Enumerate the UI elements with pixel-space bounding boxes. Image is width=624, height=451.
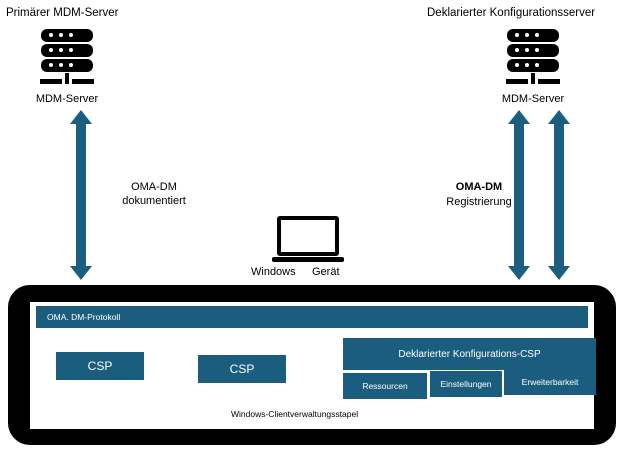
csp-box-2: CSP: [198, 355, 286, 383]
server-base-left: [506, 79, 528, 84]
server-unit: [41, 44, 93, 57]
oma-dm-enrollment-line1: OMA-DM: [455, 181, 503, 193]
oma-dm-documented-line2: dokumentiert: [122, 195, 186, 207]
server-led-dots: [49, 33, 73, 37]
arrow-shaft: [514, 123, 524, 267]
oma-dm-protocol-bar: OMA. DM-Protokoll: [36, 306, 588, 328]
server-base-mid: [531, 79, 535, 84]
server-unit: [507, 59, 559, 72]
declared-configuration-csp-box: Deklarierter Konfigurations-CSP: [343, 338, 596, 370]
server-right-label: MDM-Server: [501, 93, 565, 105]
server-led-dots: [49, 63, 73, 67]
server-icon-left: [39, 28, 95, 88]
csp-box-1: CSP: [56, 352, 144, 380]
primary-mdm-server-title: Primärer MDM-Server: [6, 7, 119, 19]
server-base-left: [40, 79, 62, 84]
server-base-right: [72, 79, 94, 84]
oma-dm-documented-arrow: [70, 110, 92, 280]
server-unit: [41, 29, 93, 42]
server-base-right: [538, 79, 560, 84]
oma-dm-enrollment-arrow-2: [548, 110, 570, 280]
windows-device-icon: [272, 216, 344, 266]
server-led-dots: [515, 48, 539, 52]
arrow-head-up: [508, 110, 530, 124]
declared-configuration-server-title: Deklarierter Konfigurationsserver: [427, 7, 596, 19]
arrow-shaft: [554, 123, 564, 267]
settings-box: Einstellungen: [430, 371, 502, 397]
server-left-label: MDM-Server: [35, 93, 99, 105]
arrow-head-down: [70, 266, 92, 280]
stack-caption: Windows-Clientverwaltungsstapel: [231, 409, 359, 419]
server-stem: [531, 73, 535, 79]
server-base-mid: [65, 79, 69, 84]
oma-dm-documented-line1: OMA-DM: [131, 181, 177, 193]
server-unit: [41, 59, 93, 72]
device-label-geraet: Gerät: [312, 266, 340, 278]
laptop-screen: [277, 216, 339, 256]
oma-dm-enrollment-arrow-1: [508, 110, 530, 280]
arrow-head-down: [508, 266, 530, 280]
resources-box: Ressourcen: [343, 373, 427, 399]
server-unit: [507, 29, 559, 42]
server-unit: [507, 44, 559, 57]
server-led-dots: [515, 33, 539, 37]
arrow-shaft: [76, 123, 86, 267]
device-label-windows: Windows: [251, 266, 296, 278]
laptop-base: [272, 257, 344, 262]
arrow-head-up: [70, 110, 92, 124]
extensibility-box: Erweiterbarkeit: [504, 369, 596, 395]
arrow-head-up: [548, 110, 570, 124]
server-icon-right: [505, 28, 561, 88]
server-stem: [65, 73, 69, 79]
server-led-dots: [515, 63, 539, 67]
oma-dm-enrollment-line2: Registrierung: [446, 196, 512, 208]
arrow-head-down: [548, 266, 570, 280]
server-led-dots: [49, 48, 73, 52]
